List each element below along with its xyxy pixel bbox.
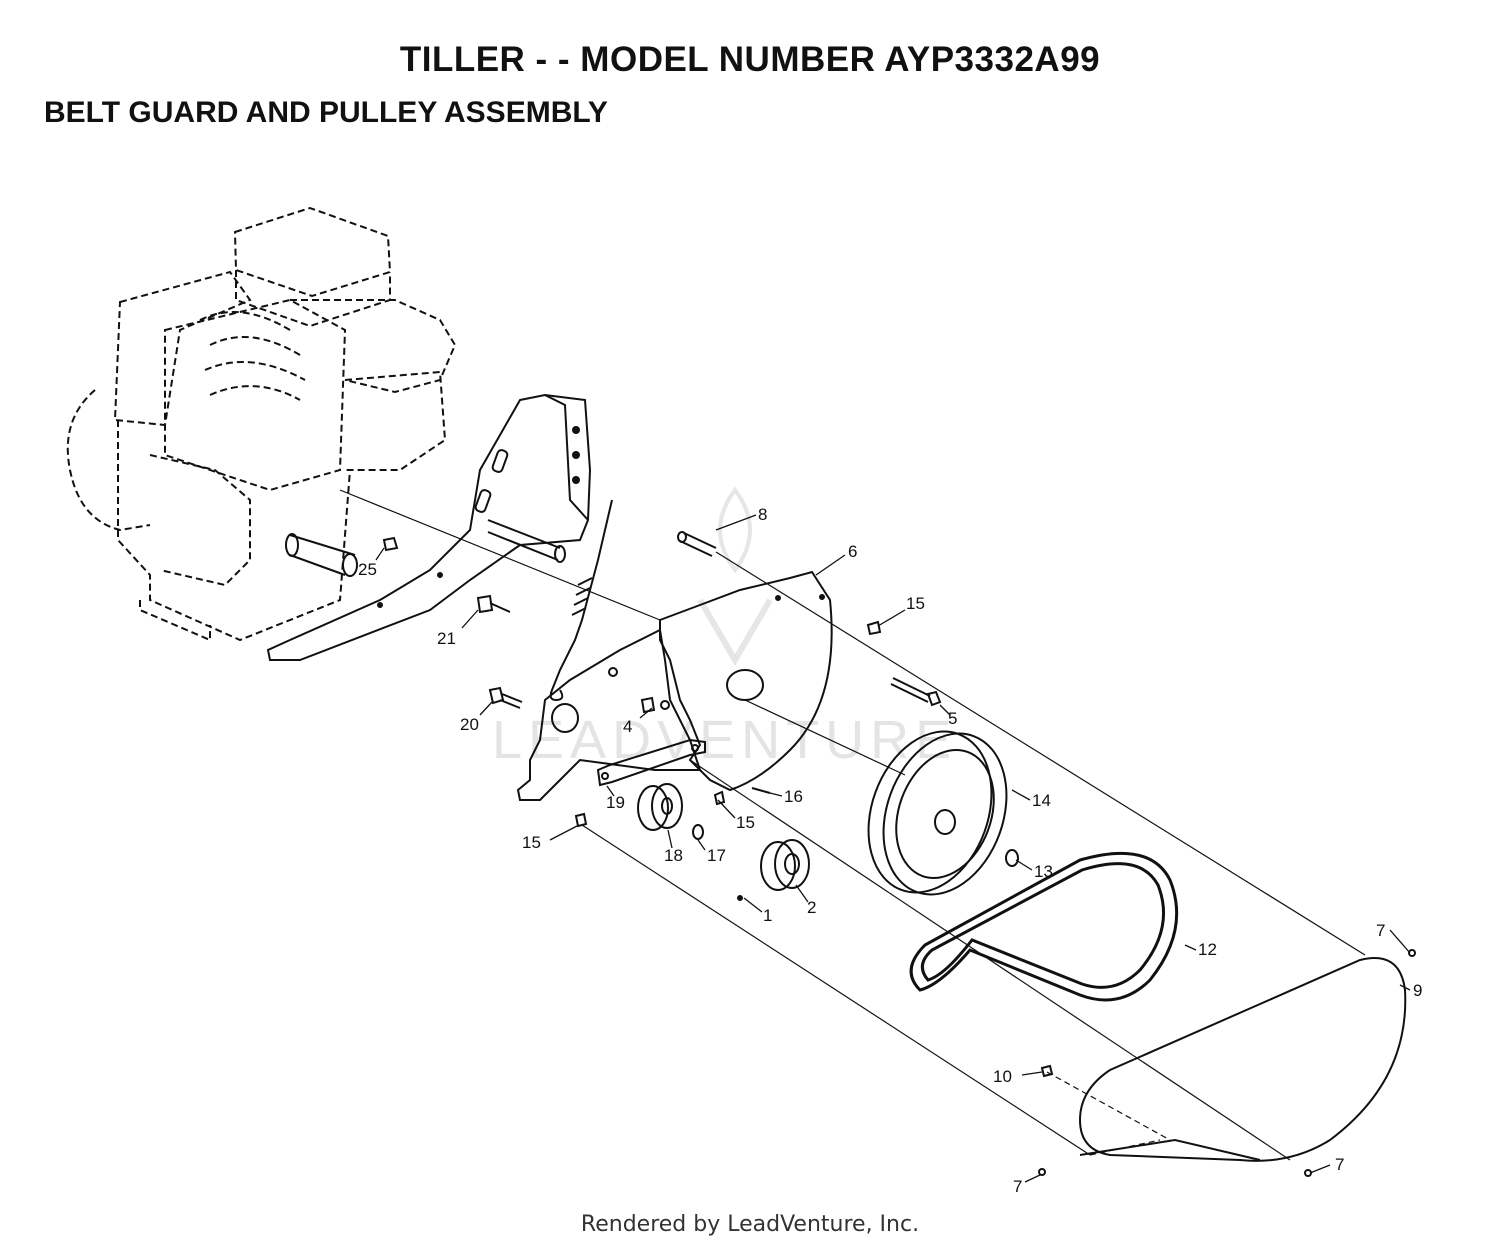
- callout-2: 2: [807, 898, 816, 917]
- callout-15-top: 15: [906, 594, 925, 613]
- callout-7-bottom-right: 7: [1335, 1155, 1344, 1174]
- callout-20: 20: [460, 715, 479, 734]
- callout-7-bottom-left: 7: [1013, 1177, 1022, 1196]
- idler-arm-part-19: [596, 738, 706, 787]
- assembly-subtitle: BELT GUARD AND PULLEY ASSEMBLY: [44, 96, 608, 129]
- pin-part-8: [677, 531, 717, 557]
- engine-crankshaft: [285, 533, 358, 577]
- callout-15-left: 15: [522, 833, 541, 852]
- watermark-text: LEADVENTURE: [492, 710, 957, 770]
- page-title: TILLER - - MODEL NUMBER AYP3332A99: [399, 40, 1101, 79]
- drive-belt-part-12: [909, 851, 1179, 1002]
- belt-guard-part-9: [1078, 957, 1407, 1162]
- callout-13: 13: [1034, 862, 1053, 881]
- callout-25: 25: [358, 560, 377, 579]
- small-hardware: [382, 536, 1416, 1177]
- callout-19: 19: [606, 793, 625, 812]
- callout-18: 18: [664, 846, 683, 865]
- retaining-ring-part-13: [1005, 849, 1019, 867]
- callout-9: 9: [1413, 981, 1422, 1000]
- callout-17: 17: [707, 846, 726, 865]
- callout-14: 14: [1032, 791, 1051, 810]
- callout-10: 10: [993, 1067, 1012, 1086]
- drive-pulley-part-14: [867, 730, 1008, 896]
- callout-leaders: [375, 514, 1411, 1183]
- washer-part-17: [692, 824, 704, 840]
- assembly-alignment-lines: [339, 489, 1366, 1161]
- callout-7-top-right: 7: [1376, 921, 1385, 940]
- render-credit: Rendered by LeadVenture, Inc.: [580, 1212, 920, 1237]
- bolt-part-5: [890, 677, 942, 707]
- idler-pulley-part-18: [637, 783, 683, 831]
- callout-15-middle: 15: [736, 813, 755, 832]
- callout-6: 6: [848, 542, 857, 561]
- bracket-shaft: [487, 519, 566, 563]
- callout-16: 16: [784, 787, 803, 806]
- callout-4: 4: [623, 717, 632, 736]
- callout-1: 1: [763, 906, 772, 925]
- callout-8: 8: [758, 505, 767, 524]
- watermark: LEADVENTURE: [492, 486, 957, 770]
- callout-5: 5: [948, 709, 957, 728]
- mounting-bracket: [266, 393, 592, 661]
- engine-pulley-part-2: [760, 839, 810, 891]
- tension-spring: [549, 499, 613, 702]
- callout-21: 21: [437, 629, 456, 648]
- engine-outline: [66, 206, 457, 642]
- bolt-part-20: [488, 686, 523, 709]
- front-plate: [516, 628, 702, 801]
- callout-12: 12: [1198, 940, 1217, 959]
